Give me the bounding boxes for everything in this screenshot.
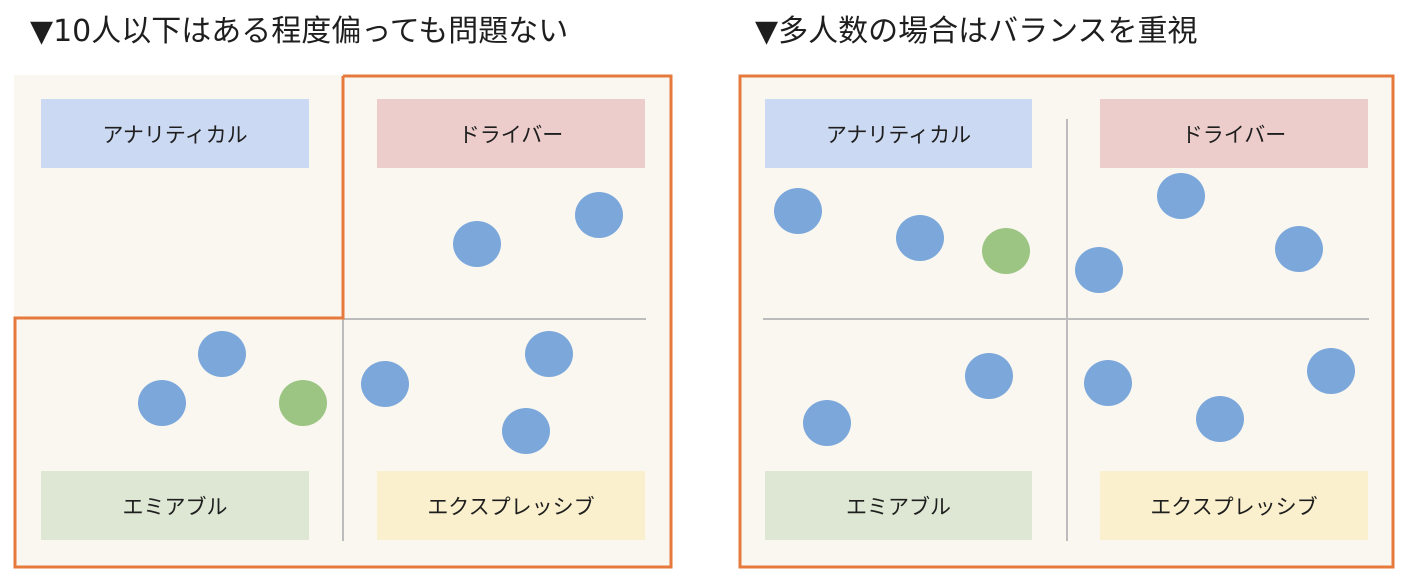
label-amiable-left: エミアブル xyxy=(41,471,309,540)
heading-small-team: ▼10人以下はある程度偏っても問題ない xyxy=(30,14,569,49)
person-dot xyxy=(803,400,851,446)
label-expressive-right: エクスプレッシブ xyxy=(1100,471,1368,540)
person-dot xyxy=(138,380,186,426)
divider-vertical-left xyxy=(342,319,344,541)
highlight-dot xyxy=(982,228,1030,274)
label-amiable-right: エミアブル xyxy=(765,471,1032,540)
person-dot xyxy=(453,221,501,267)
heading-large-team: ▼多人数の場合はバランスを重視 xyxy=(755,14,1198,49)
person-dot xyxy=(965,353,1013,399)
label-analytical-right: アナリティカル xyxy=(765,99,1032,168)
person-dot xyxy=(525,331,573,377)
person-dot xyxy=(502,408,550,454)
label-driver-left: ドライバー xyxy=(377,99,645,168)
divider-vertical-right xyxy=(1066,119,1068,541)
highlight-dot xyxy=(279,380,327,426)
person-dot xyxy=(1275,226,1323,272)
label-driver-right: ドライバー xyxy=(1100,99,1368,168)
person-dot xyxy=(1307,348,1355,394)
person-dot xyxy=(1157,173,1205,219)
person-dot xyxy=(198,331,246,377)
person-dot xyxy=(1075,247,1123,293)
person-dot xyxy=(1196,396,1244,442)
person-dot xyxy=(575,192,623,238)
person-dot xyxy=(774,188,822,234)
label-analytical-left: アナリティカル xyxy=(41,99,309,168)
divider-horizontal-left xyxy=(343,318,646,320)
person-dot xyxy=(896,215,944,261)
person-dot xyxy=(1084,360,1132,406)
person-dot xyxy=(361,361,409,407)
label-expressive-left: エクスプレッシブ xyxy=(377,471,645,540)
